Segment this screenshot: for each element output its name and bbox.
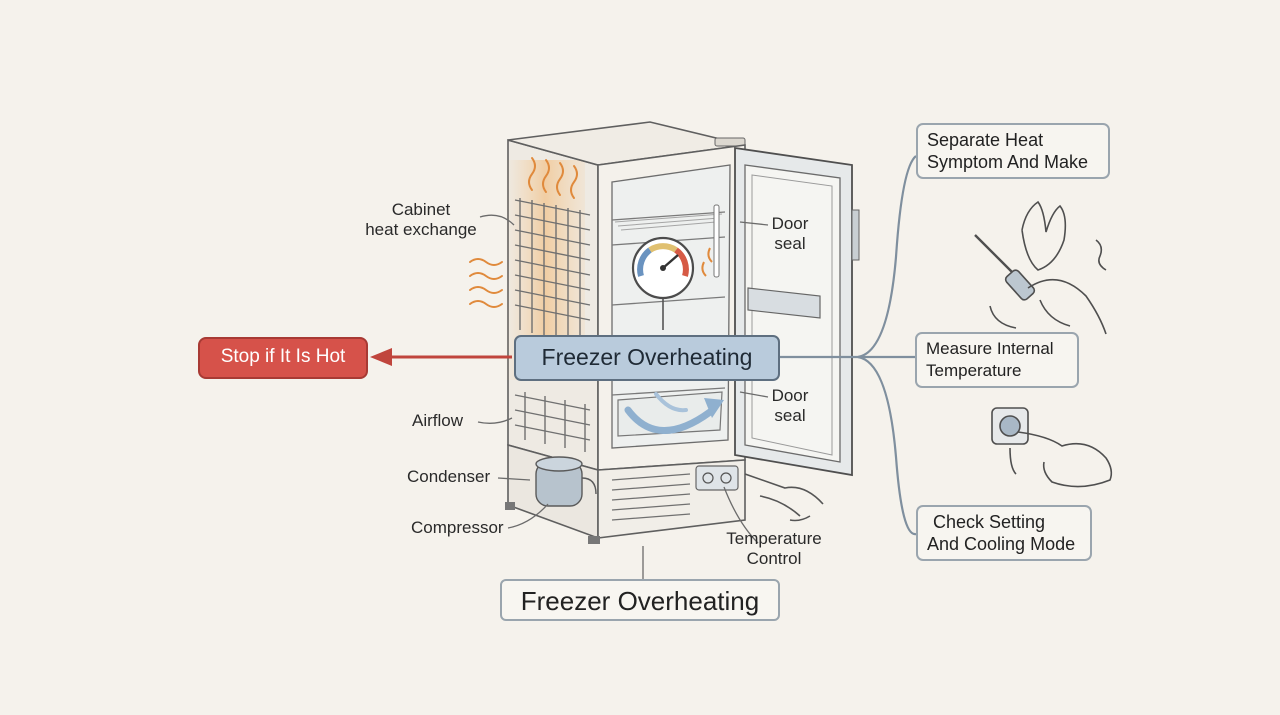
warning-arrow — [370, 348, 512, 366]
center-node-freezer-overheating: Freezer Overheating — [514, 335, 780, 381]
label-airflow: Airflow — [412, 411, 464, 430]
freezer-door — [734, 146, 860, 477]
warning-stop-if-hot: Stop if It Is Hot — [198, 337, 368, 379]
airflow-arrow-icon — [624, 406, 714, 434]
label-door-seal-bottom-line2: seal — [774, 406, 806, 425]
label-cabinet-heat-exchange: Cabinet heat exchange — [356, 200, 486, 240]
label-door-seal-top: Door seal — [768, 214, 812, 254]
step-2-line1: Measure Internal — [926, 339, 1054, 358]
step-1-line2: Symptom And Make — [927, 152, 1089, 172]
heat-waves-icon — [469, 157, 578, 308]
pointing-hand-icon — [744, 473, 824, 522]
label-door-seal-bottom-line1: Door — [771, 386, 809, 405]
step-separate-heat-symptom: Separate Heat Symptom And Make — [916, 123, 1110, 179]
dial-finger-icon — [991, 407, 1113, 488]
step-3-line1: Check Setting — [933, 512, 1046, 532]
label-door-seal-top-line1: Door — [771, 214, 809, 233]
probe-thermometer-hand-icon — [974, 200, 1107, 335]
cabinet-side-panel — [505, 138, 599, 472]
label-temp-control-line2: Control — [746, 549, 802, 568]
step-measure-internal-temperature: Measure Internal Temperature — [915, 332, 1079, 388]
label-condenser: Condenser — [407, 467, 491, 486]
compressor-unit — [535, 456, 597, 507]
label-temp-control-line1: Temperature — [726, 529, 822, 548]
label-door-seal-top-line2: seal — [774, 234, 806, 253]
leader-lines — [477, 214, 769, 580]
label-compressor: Compressor — [411, 518, 504, 537]
label-cabinet-line2: heat exchange — [365, 220, 477, 239]
label-door-seal-bottom: Door seal — [768, 386, 812, 426]
thermometer-gauge-icon — [631, 204, 720, 330]
step-1-line1: Separate Heat — [927, 130, 1044, 150]
step-3-line2: And Cooling Mode — [927, 534, 1076, 554]
step-check-setting-cooling-mode: Check Setting And Cooling Mode — [916, 505, 1092, 561]
step-connectors — [780, 155, 917, 536]
label-temperature-control: Temperature Control — [716, 529, 832, 569]
footer-title: Freezer Overheating — [500, 579, 780, 621]
cabinet-front — [597, 144, 746, 471]
label-cabinet-line1: Cabinet — [391, 200, 451, 219]
step-2-line2: Temperature — [926, 361, 1022, 380]
heat-exchange-coil — [514, 198, 591, 452]
